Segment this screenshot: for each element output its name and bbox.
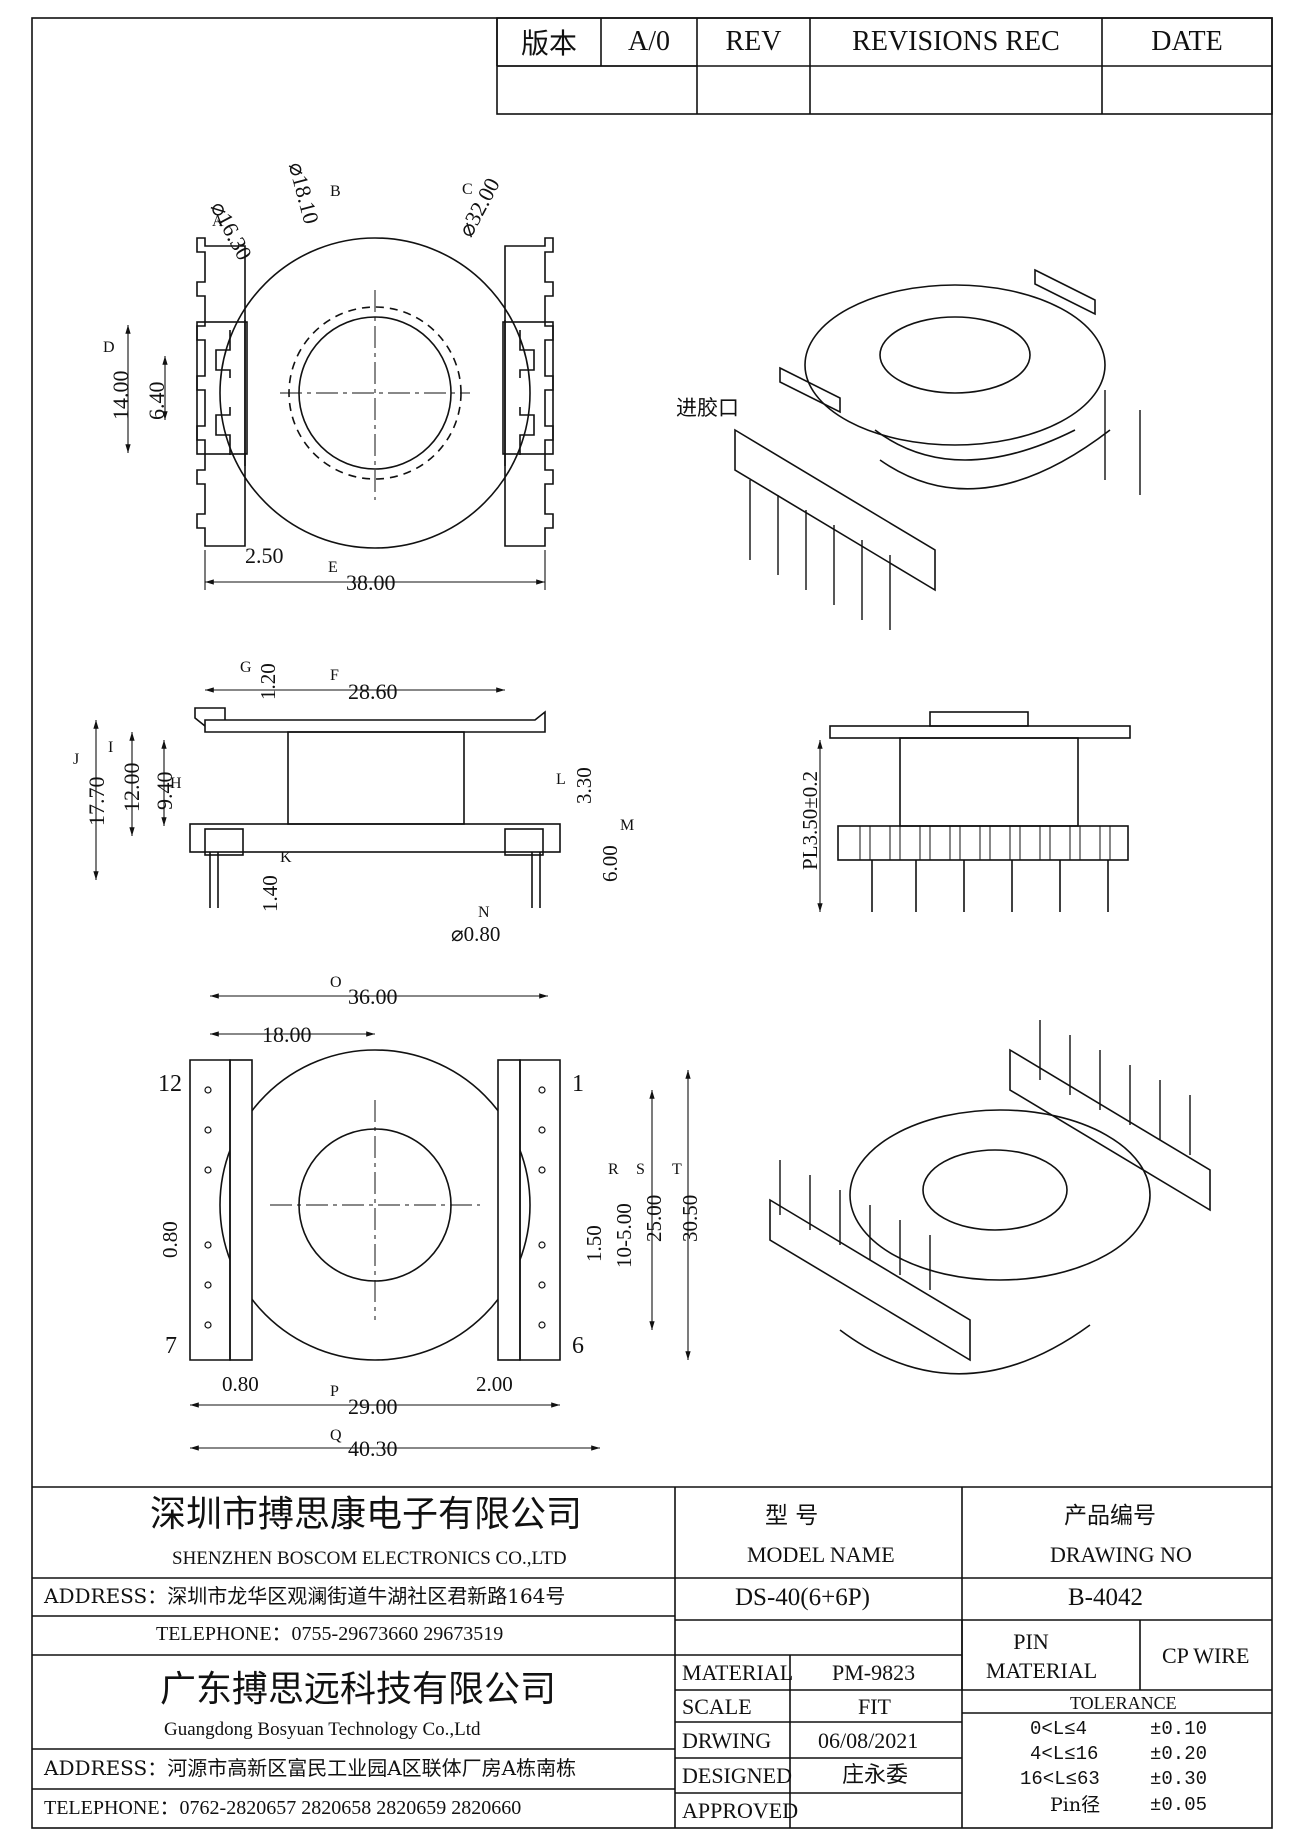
tol-range-2: 4<L≤16 <box>1030 1743 1099 1765</box>
material-value: PM-9823 <box>832 1660 916 1685</box>
dim-letter-k: K <box>280 849 292 866</box>
dim-letter-s: S <box>636 1161 645 1178</box>
inlet-label: 进胶口 <box>676 396 739 420</box>
pin-1-label: 1 <box>572 1071 584 1097</box>
drawing-cn: 产品编号 <box>1064 1503 1156 1529</box>
dim-letter-l: L <box>556 771 566 788</box>
side-view <box>189 707 561 908</box>
drawing-en: DRAWING NO <box>1050 1542 1192 1567</box>
model-en: MODEL NAME <box>747 1542 895 1567</box>
dim-slot: 0.80 <box>158 1221 182 1258</box>
dim-letter-a: A <box>212 213 224 230</box>
dim-t: 30.50 <box>678 1194 702 1242</box>
scale-value: FIT <box>858 1694 891 1719</box>
pin-12-label: 12 <box>158 1071 182 1097</box>
revisions-header: REVISIONS REC <box>852 26 1060 57</box>
bottom-view <box>189 1049 561 1361</box>
dim-j: 17.70 <box>84 776 109 827</box>
dim-w-width: 2.50 <box>245 543 284 568</box>
address-2: ADDRESS：河源市高新区富民工业园A区联体厂房A栋南栋 <box>44 1756 577 1780</box>
dim-f: 28.60 <box>348 679 398 704</box>
version-label: 版本 <box>520 27 577 60</box>
dim-letter-t: T <box>672 1161 682 1178</box>
tol-range-1: 0<L≤4 <box>1030 1718 1088 1740</box>
dim-l: 3.30 <box>572 767 596 804</box>
dimension-lines <box>93 325 823 1451</box>
dim-letter-e: E <box>328 559 338 576</box>
dim-g: 1.20 <box>256 663 280 700</box>
dim-letter-n: N <box>478 904 490 921</box>
dim-d2-height: 6.40 <box>144 381 169 421</box>
dim-letter-i: I <box>108 739 114 756</box>
dim-letter-c: C <box>462 181 473 198</box>
dim-letter-r: R <box>608 1161 619 1178</box>
tol-value-3: ±0.30 <box>1150 1768 1208 1790</box>
approved-label: APPROVED <box>682 1798 799 1823</box>
drawing-value: B-4042 <box>1068 1584 1143 1611</box>
tol-value-4: ±0.05 <box>1150 1794 1208 1816</box>
dim-letter-p: P <box>330 1383 339 1400</box>
tolerance-label: TOLERANCE <box>1070 1693 1177 1713</box>
dim-n: ⌀0.80 <box>451 922 501 946</box>
telephone-2: TELEPHONE：0762-2820657 2820658 2820659 2… <box>44 1797 522 1819</box>
dim-letter-b: B <box>330 183 341 200</box>
tol-range-3: 16<L≤63 <box>1020 1768 1100 1790</box>
dim-half: 18.00 <box>262 1022 312 1047</box>
dim-letter-g: G <box>240 659 252 676</box>
iso-bottom-view <box>769 1020 1211 1375</box>
dim-letter-d: D <box>103 339 115 356</box>
dim-s: 25.00 <box>642 1194 666 1242</box>
company2-cn: 广东搏思远科技有限公司 <box>160 1669 557 1710</box>
revision-block-grid <box>496 17 1273 115</box>
iso-top-view <box>734 268 1141 630</box>
model-value: DS-40(6+6P) <box>735 1584 870 1611</box>
company-cn: 深圳市搏思康电子有限公司 <box>150 1494 583 1535</box>
designed-label: DESIGNED <box>682 1763 792 1788</box>
dim-letter-f: F <box>330 667 339 684</box>
dim-pitch: 1.50 <box>582 1225 606 1262</box>
model-cn: 型 号 <box>765 1503 819 1529</box>
tol-range-4: Pin径 <box>1050 1794 1101 1816</box>
scale-label: SCALE <box>682 1694 752 1719</box>
drwing-value: 06/08/2021 <box>818 1728 919 1753</box>
front-view <box>829 711 1131 912</box>
pin-7-label: 7 <box>165 1333 177 1359</box>
tol-value-2: ±0.20 <box>1150 1743 1208 1765</box>
pl-label: PL3.50±0.2 <box>798 770 822 870</box>
top-view <box>196 237 554 549</box>
dim-letter-m: M <box>620 817 635 834</box>
company-en: SHENZHEN BOSCOM ELECTRONICS CO.,LTD <box>172 1548 567 1569</box>
dim-bottom-right: 2.00 <box>476 1372 513 1396</box>
address-1: ADDRESS：深圳市龙华区观澜街道牛湖社区君新路164号 <box>44 1584 566 1608</box>
pin-material-label: PIN MATERIAL <box>986 1629 1098 1683</box>
dim-bottom-left: 0.80 <box>222 1372 259 1396</box>
dim-q: 40.30 <box>348 1436 398 1461</box>
pin-material-value: CP WIRE <box>1162 1643 1250 1668</box>
dim-letter-o: O <box>330 974 342 991</box>
pin-6-label: 6 <box>572 1333 584 1359</box>
dim-i: 12.00 <box>119 762 144 813</box>
dim-letter-h: H <box>170 775 182 792</box>
dim-o: 36.00 <box>348 984 398 1009</box>
version-value: A/0 <box>628 26 670 57</box>
dim-p: 29.00 <box>348 1394 398 1419</box>
rev-header: REV <box>725 26 782 57</box>
material-label: MATERIAL <box>682 1660 794 1685</box>
dim-r: 10-5.00 <box>612 1203 636 1268</box>
drwing-label: DRWING <box>682 1728 772 1753</box>
dim-m: 6.00 <box>598 845 622 882</box>
date-header: DATE <box>1151 26 1223 57</box>
title-block-grid <box>32 1486 1272 1828</box>
dim-h: 9.40 <box>152 771 177 811</box>
telephone-1: TELEPHONE：0755-29673660 29673519 <box>156 1623 504 1645</box>
designed-value: 庄永委 <box>842 1763 909 1788</box>
dim-e-width: 38.00 <box>346 570 396 595</box>
dim-k: 1.40 <box>258 875 282 912</box>
dim-letter-j: J <box>73 751 80 768</box>
company2-en: Guangdong Bosyuan Technology Co.,Ltd <box>164 1719 481 1740</box>
dim-letter-q: Q <box>330 1427 342 1444</box>
dim-d-height: 14.00 <box>108 370 133 421</box>
tol-value-1: ±0.10 <box>1150 1718 1208 1740</box>
